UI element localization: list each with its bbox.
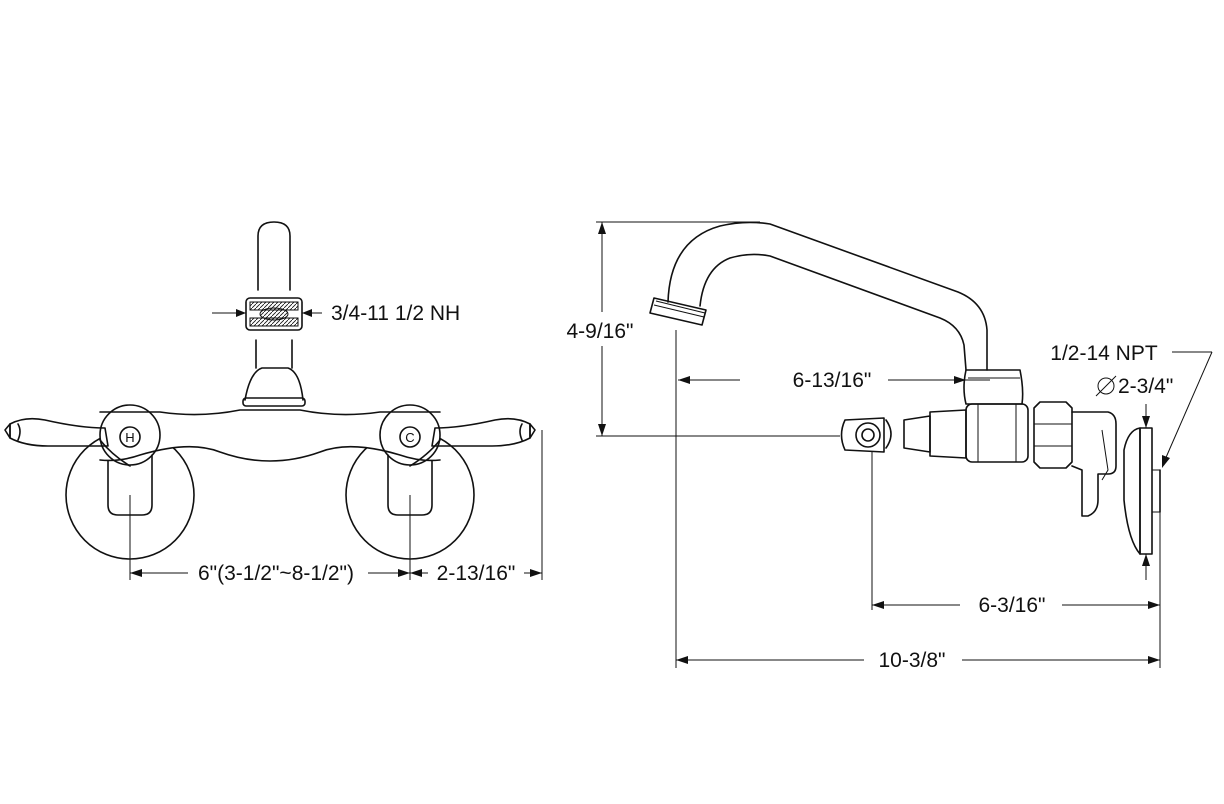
cold-indicator-icon: [399, 426, 421, 448]
center-spread-label: 6"(3-1/2"~8-1/2"): [198, 562, 354, 585]
cold-label: C: [405, 430, 414, 445]
hot-label: H: [125, 430, 134, 445]
side-spout-collar: [963, 369, 1024, 405]
dim-inlet-thread: 1/2-14 NPT: [1050, 342, 1213, 468]
valve-body: [885, 403, 1029, 463]
dim-front-thread: 3/4-11 1/2 NH: [212, 302, 460, 325]
handle-edge-label: 2-13/16": [437, 562, 516, 585]
front-view: H C 3/4-11 1/2 NH: [4, 221, 543, 585]
spout-reach-label: 6-13/16": [793, 369, 872, 392]
hot-handle: H: [4, 404, 161, 467]
dim-center-spread: 6"(3-1/2"~8-1/2"): [130, 562, 410, 585]
hot-indicator-icon: [119, 426, 141, 448]
overall-depth-label: 10-3/8": [879, 649, 946, 672]
aerator: [245, 297, 303, 331]
dim-handle-edge: 2-13/16": [410, 562, 542, 585]
faucet-body: [100, 410, 440, 461]
dim-body-depth: 6-3/16": [872, 594, 1160, 617]
flange-diameter-label: 2-3/4": [1118, 375, 1173, 398]
diameter-symbol-icon: [1097, 377, 1115, 395]
swing-spout: [667, 221, 988, 371]
spout-collar: [244, 367, 304, 401]
cold-handle: C: [379, 404, 536, 467]
front-thread-label: 3/4-11 1/2 NH: [331, 302, 460, 325]
hex-nut: [1033, 401, 1073, 469]
body-depth-label: 6-3/16": [979, 594, 1046, 617]
vertical-spout: [255, 339, 293, 369]
dim-flange-diameter: 2-3/4": [1095, 375, 1173, 580]
inlet-thread-label: 1/2-14 NPT: [1050, 342, 1158, 365]
side-wall-flange: [1123, 427, 1141, 555]
side-handle: [840, 417, 885, 453]
inlet-elbow: [1071, 411, 1117, 517]
spout-tip: [649, 297, 707, 326]
side-view: 4-9/16" 6-13/16" 6-3/16": [567, 221, 1213, 672]
height-label: 4-9/16": [567, 320, 634, 343]
dim-overall-depth: 10-3/8": [676, 649, 1160, 672]
dim-spout-reach: 6-13/16": [678, 369, 990, 392]
dim-height: 4-9/16": [567, 221, 840, 437]
